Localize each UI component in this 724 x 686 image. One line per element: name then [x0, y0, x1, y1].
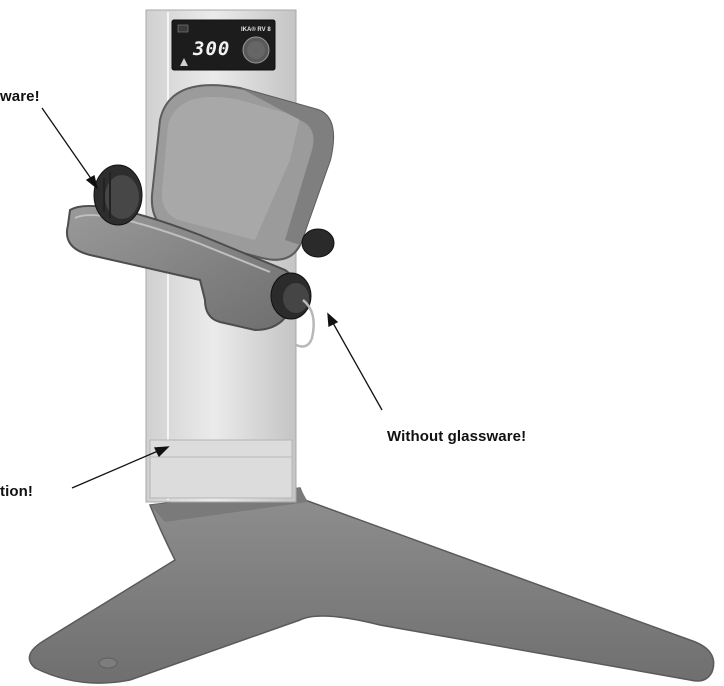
callout-label-without-glassware: Without glassware!: [387, 428, 527, 445]
control-panel: [171, 19, 276, 71]
speed-readout: 300: [193, 38, 231, 60]
left-coupling-knob: [93, 164, 143, 226]
callout-arrows: [41, 107, 383, 489]
callout-label-top: ware!: [0, 88, 40, 105]
drive-housing: [150, 84, 334, 261]
right-coupling-knob: [270, 228, 335, 348]
brand-badge: IKA® RV 8: [241, 27, 271, 33]
callout-label-bottom: tion!: [0, 483, 33, 500]
stand-base: [28, 487, 715, 684]
